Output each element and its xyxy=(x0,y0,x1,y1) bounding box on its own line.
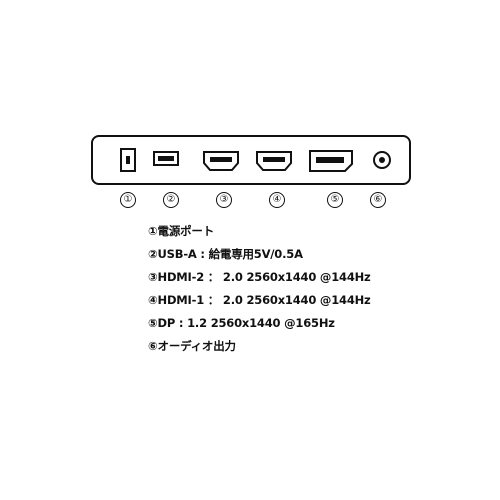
audio-out-port-icon xyxy=(373,151,391,169)
port-number-5: ⑤ xyxy=(327,192,343,208)
monitor-rear-panel xyxy=(91,135,411,185)
spec-hdmi-1: ④HDMI-1 ： 2.0 2560x1440 @144Hz xyxy=(148,293,371,307)
port-number-2: ② xyxy=(163,192,179,208)
port-spec-list: ①電源ポート ②USB-A : 給電専用5V/0.5A ③HDMI-2 ： 2.… xyxy=(148,222,448,360)
port-number-6: ⑥ xyxy=(370,192,386,208)
port-number-4: ④ xyxy=(269,192,285,208)
hdmi-2-port-icon xyxy=(203,151,239,171)
spec-hdmi-2: ③HDMI-2 ： 2.0 2560x1440 @144Hz xyxy=(148,270,371,284)
spec-displayport: ⑤DP : 1.2 2560x1440 @165Hz xyxy=(148,316,335,330)
spec-usb-a: ②USB-A : 給電専用5V/0.5A xyxy=(148,247,303,261)
usb-a-port-icon xyxy=(153,151,179,166)
power-port-icon xyxy=(120,148,136,172)
spec-power: ①電源ポート xyxy=(148,224,215,238)
spec-audio-out: ⑥オーディオ出力 xyxy=(148,339,236,353)
port-number-3: ③ xyxy=(216,192,232,208)
hdmi-1-port-icon xyxy=(256,151,292,171)
port-number-1: ① xyxy=(120,192,136,208)
displayport-port-icon xyxy=(309,150,353,172)
